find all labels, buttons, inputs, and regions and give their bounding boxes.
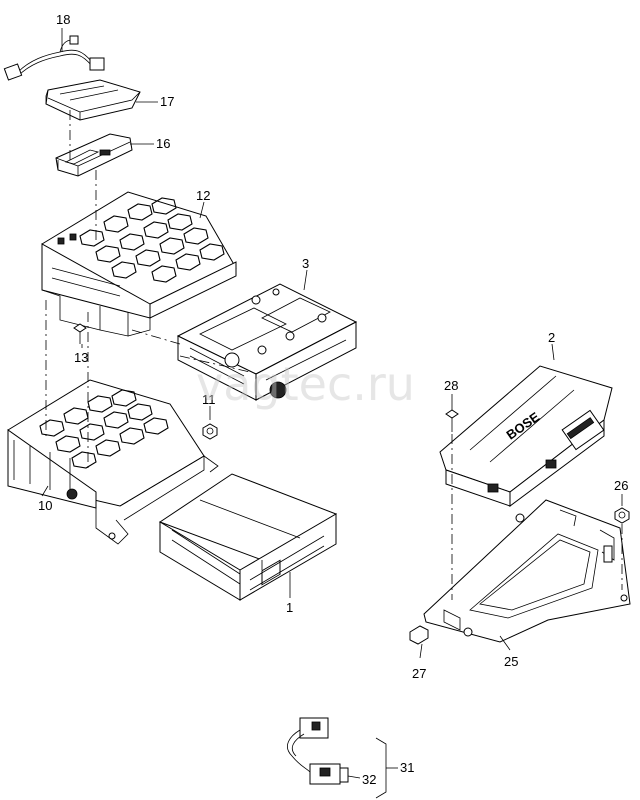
label-3: 3 bbox=[302, 256, 309, 271]
screw-28 bbox=[445, 409, 459, 432]
label-10: 10 bbox=[38, 498, 52, 513]
assembly-lines bbox=[45, 110, 623, 600]
label-25: 25 bbox=[504, 654, 518, 669]
nut-26 bbox=[614, 507, 630, 524]
label-13: 13 bbox=[74, 350, 88, 365]
label-2: 2 bbox=[548, 330, 555, 345]
mounting-plate-25 bbox=[423, 499, 631, 643]
nut-11 bbox=[202, 423, 218, 440]
label-16: 16 bbox=[156, 136, 170, 151]
leader-lines bbox=[41, 28, 623, 799]
hex-mesh-upper bbox=[79, 197, 225, 283]
part-labels: 18 17 16 12 3 13 11 10 1 2 28 26 27 25 3… bbox=[38, 12, 628, 787]
label-27: 27 bbox=[412, 666, 426, 681]
label-17: 17 bbox=[160, 94, 174, 109]
label-1: 1 bbox=[286, 600, 293, 615]
label-11: 11 bbox=[202, 392, 216, 407]
wiring-31 bbox=[287, 717, 349, 785]
screw-13 bbox=[73, 323, 87, 344]
label-18: 18 bbox=[56, 12, 70, 27]
label-32: 32 bbox=[362, 772, 376, 787]
label-28: 28 bbox=[444, 378, 458, 393]
cable-harness-18 bbox=[3, 35, 105, 81]
upper-cage-12 bbox=[41, 191, 237, 337]
amplifier-2 bbox=[439, 365, 613, 507]
module-17 bbox=[45, 79, 141, 121]
label-31: 31 bbox=[400, 760, 414, 775]
unit-1 bbox=[158, 473, 338, 601]
label-12: 12 bbox=[196, 188, 210, 203]
watermark: vagtec.ru bbox=[196, 357, 415, 411]
bracket-16 bbox=[55, 133, 133, 177]
label-26: 26 bbox=[614, 478, 628, 493]
clip-27 bbox=[409, 625, 429, 645]
unit-3 bbox=[176, 283, 358, 401]
